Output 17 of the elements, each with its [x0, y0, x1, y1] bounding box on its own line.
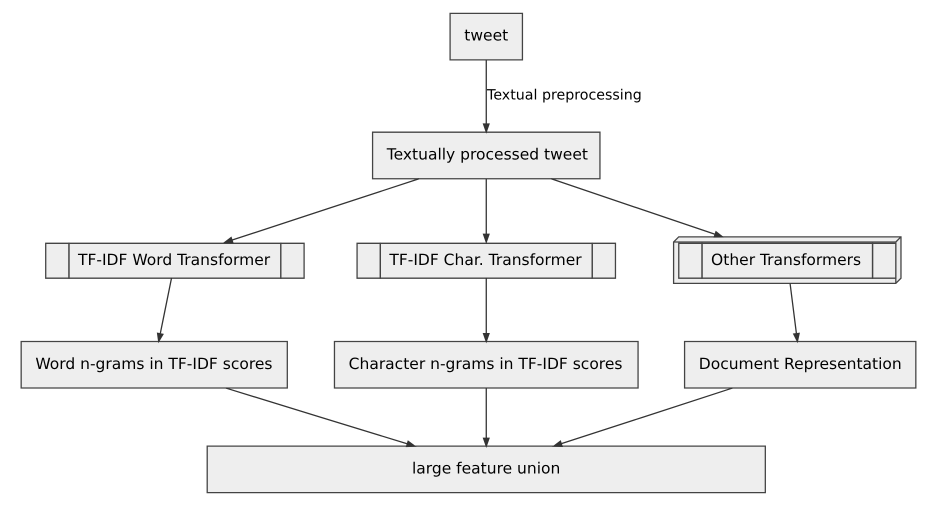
node-box: Textually processed tweet: [372, 132, 601, 180]
node-box: Character n-grams in TF-IDF scores: [334, 340, 639, 389]
node-box: Word n-grams in TF-IDF scores: [20, 340, 288, 389]
arrow: [551, 178, 724, 238]
arrow: [482, 388, 490, 448]
edge-label: Textual preprocessing: [487, 88, 642, 104]
arrow: [482, 278, 490, 344]
arrow: [226, 387, 417, 448]
node-box: Document Representation: [684, 340, 916, 389]
arrow: [156, 278, 172, 344]
arrow: [482, 60, 490, 134]
arrow: [222, 178, 420, 244]
arrow: [789, 283, 800, 344]
node-box: large feature union: [206, 446, 766, 494]
node-box: tweet: [449, 12, 524, 60]
arrow: [482, 178, 490, 244]
arrow: [552, 387, 733, 447]
